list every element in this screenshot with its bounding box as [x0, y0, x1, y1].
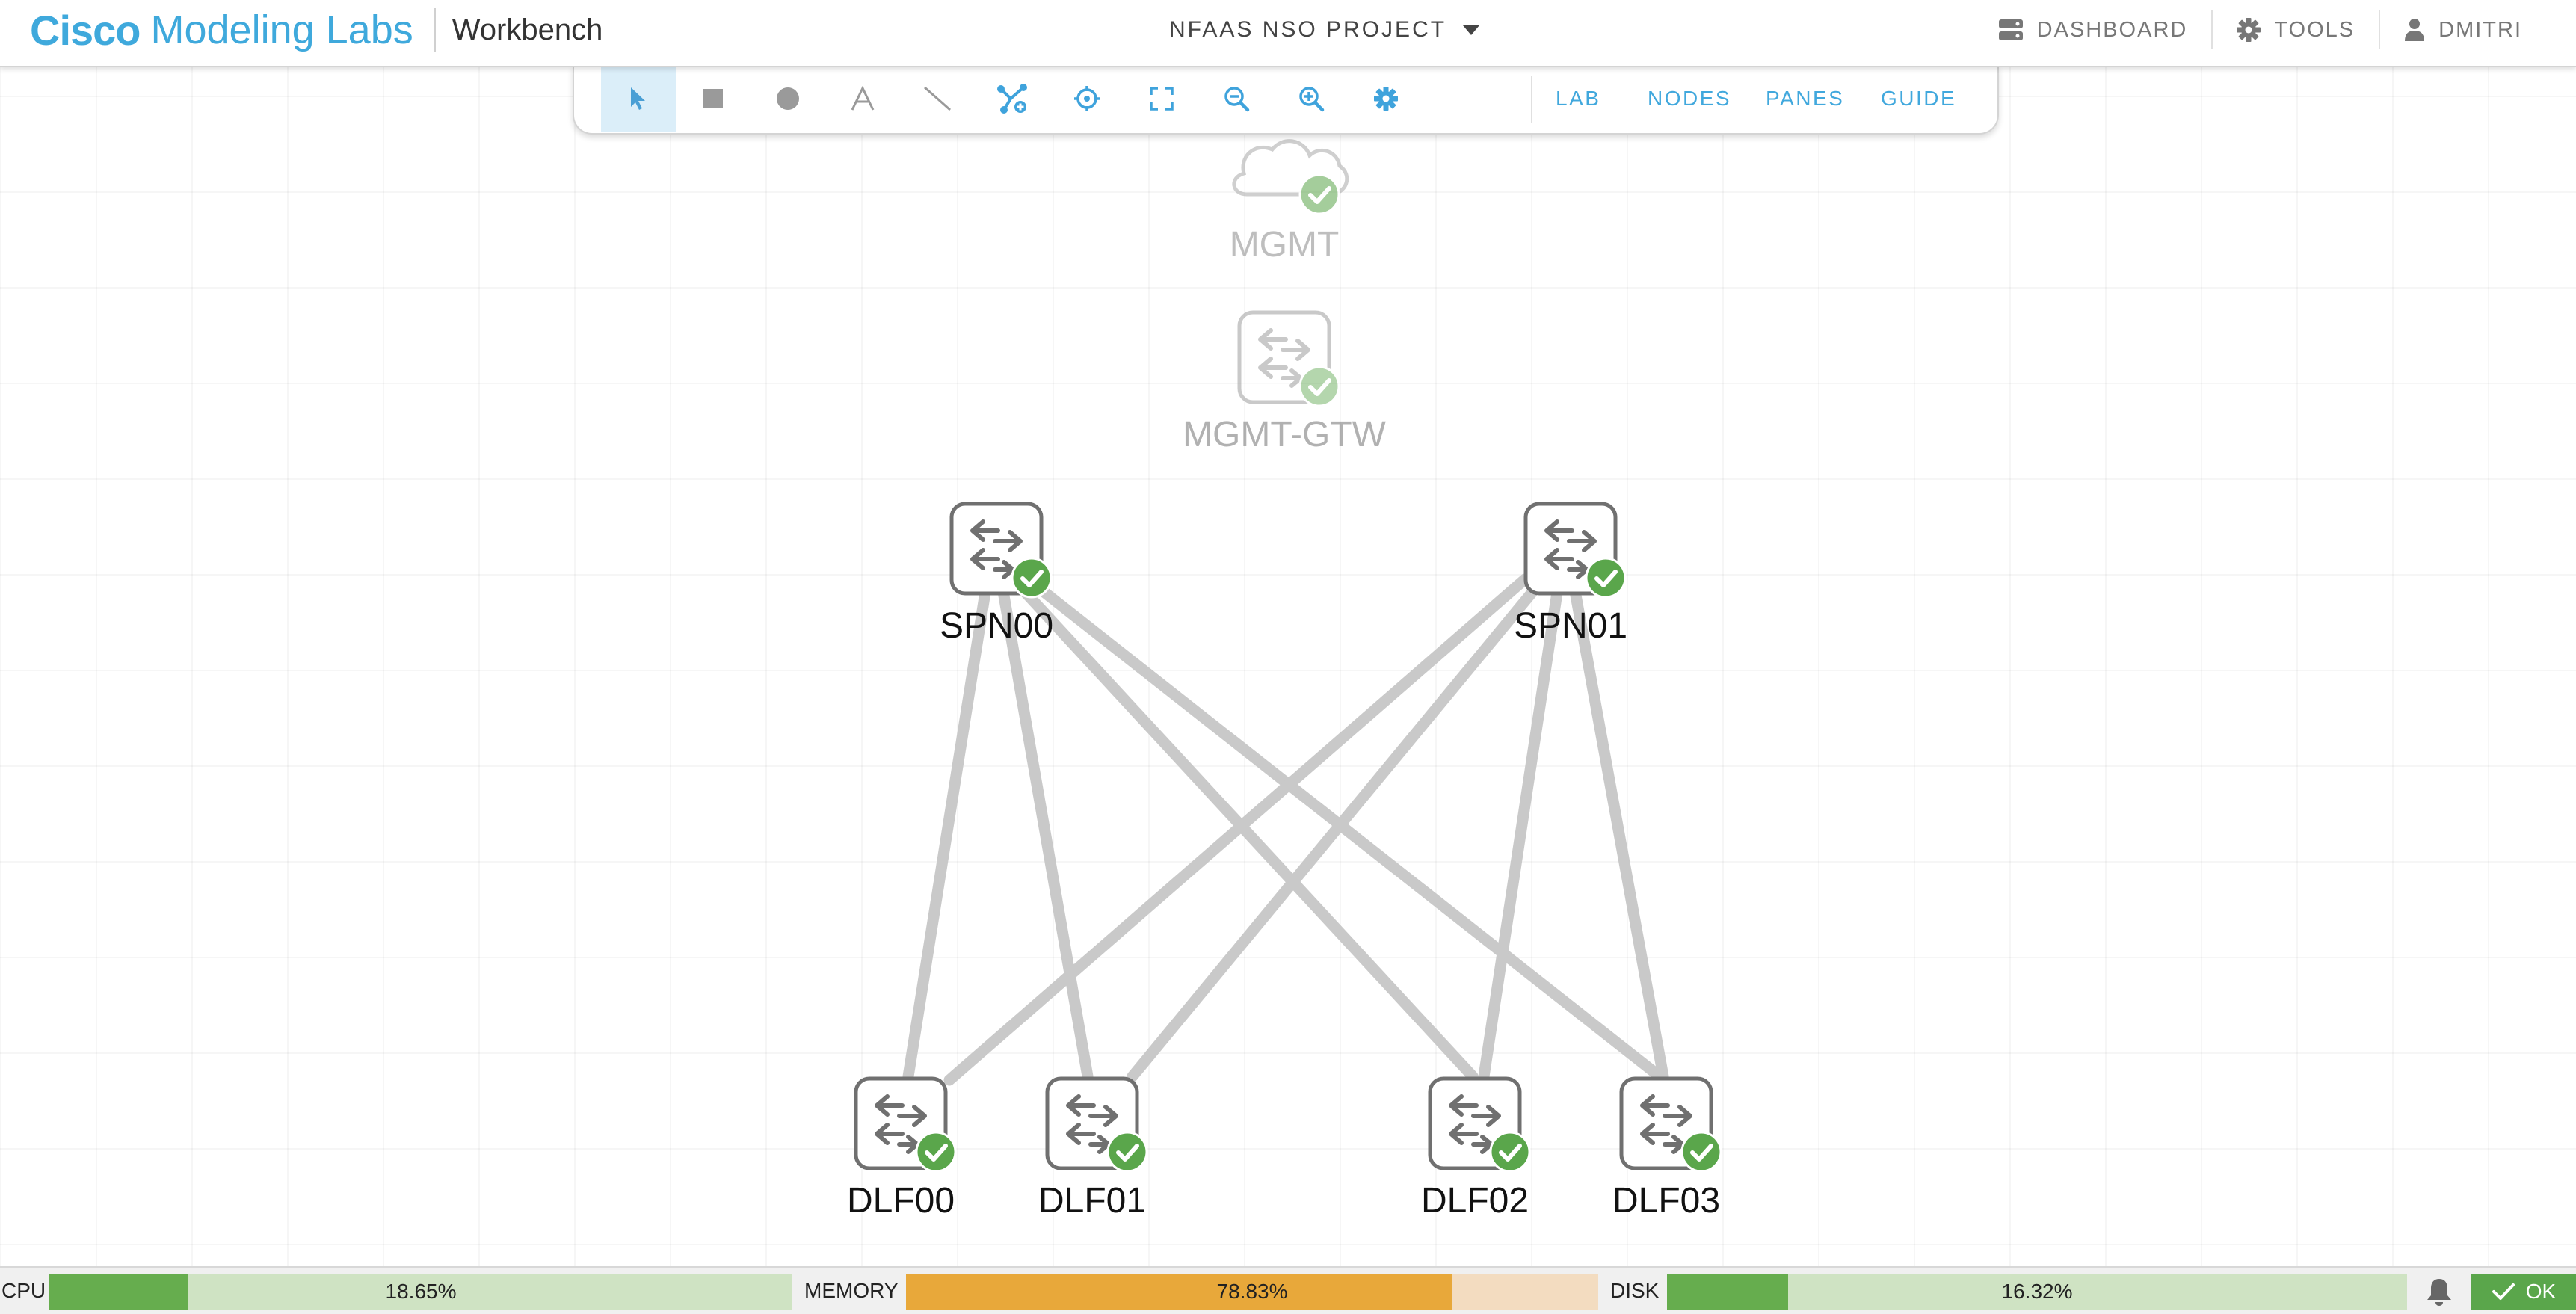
- link-spn01-dlf00[interactable]: [943, 573, 1531, 1086]
- user-icon: [2405, 19, 2425, 41]
- user-label: DMITRI: [2438, 17, 2522, 42]
- checkmark-icon: [2492, 1283, 2515, 1300]
- node-label-dlf02: DLF02: [1421, 1181, 1529, 1221]
- ellipse-tool-button[interactable]: [751, 66, 825, 132]
- status-ok-icon: [1108, 1132, 1147, 1171]
- add-node-tool-button[interactable]: [975, 66, 1050, 132]
- zoom-in-icon: [1299, 87, 1325, 112]
- status-ok-icon: [1682, 1132, 1721, 1171]
- link-spn00-dlf00[interactable]: [902, 577, 993, 1082]
- bell-icon: [2427, 1279, 2451, 1306]
- cpu-value: 18.65%: [385, 1280, 457, 1303]
- settings-icon: [1374, 87, 1398, 111]
- status-ok-button[interactable]: OK: [2471, 1274, 2576, 1310]
- header-divider: [2211, 10, 2213, 49]
- header-divider: [2379, 10, 2381, 49]
- toolbar-divider: [1531, 76, 1532, 123]
- node-spn01[interactable]: SPN01: [1514, 504, 1627, 646]
- status-ok-icon: [1491, 1132, 1529, 1171]
- status-ok-icon: [1586, 558, 1625, 597]
- memory-label: MEMORY: [804, 1279, 899, 1302]
- disk-label: DISK: [1610, 1279, 1660, 1302]
- ellipse-icon: [777, 87, 799, 110]
- brand-cisco: Cisco: [30, 6, 141, 54]
- link-spn00-dlf01[interactable]: [996, 577, 1094, 1082]
- chevron-down-icon: [1463, 25, 1480, 35]
- brand[interactable]: Cisco Modeling Labs Workbench: [30, 0, 603, 60]
- node-dlf02[interactable]: DLF02: [1421, 1079, 1529, 1221]
- brand-product: Modeling Labs: [150, 7, 413, 52]
- node-dlf00[interactable]: DLF00: [847, 1079, 955, 1221]
- server-icon: [1998, 19, 2023, 40]
- topology-canvas[interactable]: MGMT MGMT-GTW SPN00 SPN01 DLF00 DLF01 DL…: [0, 0, 2576, 1263]
- node-spn00[interactable]: SPN00: [940, 504, 1053, 646]
- memory-gauge-fill: [906, 1274, 1452, 1310]
- link-spn01-dlf02[interactable]: [1478, 577, 1565, 1082]
- memory-value: 78.83%: [1216, 1280, 1288, 1303]
- zoom-out-icon: [1224, 87, 1250, 112]
- user-menu[interactable]: DMITRI: [2380, 18, 2546, 43]
- disk-value: 16.32%: [2001, 1280, 2073, 1303]
- disk-gauge[interactable]: 16.32%: [1667, 1274, 2407, 1310]
- cpu-gauge-fill: [49, 1274, 188, 1310]
- zoom-in-button[interactable]: [1274, 66, 1349, 132]
- select-icon: [631, 87, 645, 110]
- memory-gauge[interactable]: 78.83%: [906, 1274, 1598, 1310]
- gear-icon: [2237, 18, 2261, 42]
- header-nav: DASHBOARD TOOLS: [1974, 0, 2546, 60]
- rectangle-tool-button[interactable]: [676, 66, 751, 132]
- tab-panes[interactable]: PANES: [1766, 87, 1845, 110]
- page-title: Workbench: [452, 13, 603, 46]
- line-icon: [924, 86, 951, 111]
- node-label-mgmt-gtw: MGMT-GTW: [1183, 415, 1387, 454]
- tools-menu[interactable]: TOOLS: [2213, 18, 2379, 43]
- disk-gauge-fill: [1667, 1274, 1788, 1310]
- project-selector[interactable]: NFAAS NSO PROJECT: [1169, 0, 1480, 60]
- project-name: NFAAS NSO PROJECT: [1169, 17, 1447, 42]
- node-label-dlf00: DLF00: [847, 1181, 955, 1221]
- zoom-out-button[interactable]: [1199, 66, 1274, 132]
- text-icon: [851, 86, 875, 111]
- link-spn01-dlf01[interactable]: [1127, 577, 1546, 1082]
- dashboard-link[interactable]: DASHBOARD: [1974, 18, 2212, 43]
- node-label-mgmt: MGMT: [1230, 225, 1340, 265]
- node-label-spn01: SPN01: [1514, 606, 1627, 646]
- node-label-dlf03: DLF03: [1612, 1181, 1720, 1221]
- rectangle-icon: [703, 89, 723, 108]
- cpu-label: CPU: [1, 1279, 46, 1302]
- cpu-gauge[interactable]: 18.65%: [49, 1274, 792, 1310]
- status-ok-icon: [1012, 558, 1051, 597]
- status-bar: CPU 18.65% MEMORY 78.83% DISK 16.32% OK: [0, 1266, 2576, 1314]
- status-ok-icon: [1300, 367, 1339, 406]
- node-label-spn00: SPN00: [940, 606, 1053, 646]
- node-dlf01[interactable]: DLF01: [1038, 1079, 1147, 1221]
- fit-icon: [1150, 87, 1174, 111]
- status-ok-icon: [916, 1132, 955, 1171]
- center-view-button[interactable]: [1050, 66, 1124, 132]
- add-node-icon: [997, 84, 1027, 114]
- canvas-settings-button[interactable]: [1349, 66, 1423, 132]
- node-dlf03[interactable]: DLF03: [1612, 1079, 1721, 1221]
- tools-label: TOOLS: [2274, 17, 2355, 42]
- links-layer: [902, 573, 1669, 1086]
- app-header: Cisco Modeling Labs Workbench NFAAS NSO …: [0, 0, 2576, 67]
- status-ok-icon: [1300, 175, 1339, 214]
- tab-guide[interactable]: GUIDE: [1881, 87, 1957, 110]
- canvas-toolbar: LAB NODES PANES GUIDE: [573, 66, 1999, 135]
- node-mgmt[interactable]: MGMT: [1230, 139, 1349, 265]
- tab-nodes[interactable]: NODES: [1648, 87, 1732, 110]
- line-tool-button[interactable]: [900, 66, 975, 132]
- link-spn01-dlf03[interactable]: [1568, 577, 1669, 1082]
- tab-lab[interactable]: LAB: [1556, 87, 1601, 110]
- node-mgmt-gtw[interactable]: MGMT-GTW: [1183, 312, 1387, 454]
- text-tool-button[interactable]: [825, 66, 900, 132]
- ok-label: OK: [2525, 1280, 2557, 1303]
- fit-view-button[interactable]: [1124, 66, 1199, 132]
- brand-divider: [434, 8, 436, 52]
- dashboard-label: DASHBOARD: [2036, 17, 2188, 42]
- select-tool-button[interactable]: [601, 66, 676, 132]
- node-label-dlf01: DLF01: [1038, 1181, 1146, 1221]
- crosshair-icon: [1074, 86, 1100, 111]
- notifications-button[interactable]: [2421, 1274, 2458, 1310]
